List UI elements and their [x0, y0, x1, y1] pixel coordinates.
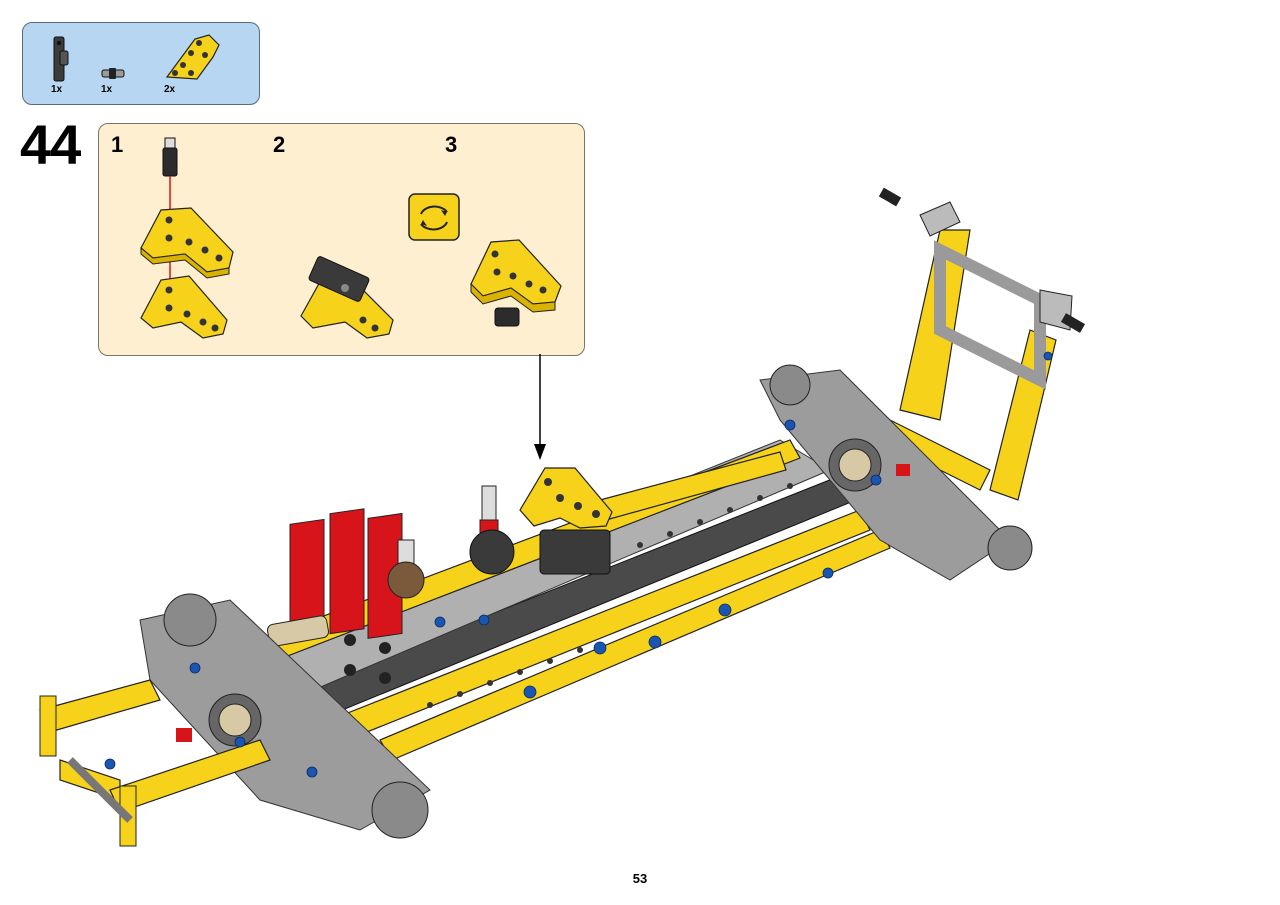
substep-label-3: 3	[445, 132, 458, 157]
substep-3-illustration	[470, 239, 562, 327]
substep-2-illustration	[300, 256, 394, 339]
substep-illustrations	[140, 137, 562, 339]
substep-1-illustration	[140, 137, 234, 339]
part-qty-3: 2x	[164, 84, 176, 95]
part-qty-2: 1x	[101, 84, 113, 95]
added-triangle-beam	[469, 467, 613, 575]
yellow-triangle-beam-icon	[165, 34, 220, 80]
rotate-model-icon	[408, 193, 460, 241]
step-number: 44	[20, 113, 81, 176]
rear-frame	[839, 187, 1086, 501]
front-axle	[39, 593, 431, 847]
black-axle-pin-icon	[101, 68, 125, 79]
parts-list-box: 1x 1x 2x	[22, 22, 260, 105]
substep-label-2: 2	[273, 132, 286, 157]
substep-box: 1 2 3	[98, 123, 585, 356]
blue-pins	[104, 351, 1053, 778]
dark-grey-connector-icon	[53, 36, 69, 82]
rear-axle	[759, 364, 1033, 581]
engine-block	[266, 508, 425, 684]
substep-label-1: 1	[111, 132, 124, 157]
page-number: 53	[632, 871, 648, 886]
parts-illustrations	[53, 34, 220, 82]
arrow-down-icon	[534, 354, 546, 460]
part-qty-1: 1x	[51, 84, 63, 95]
beam-holes	[427, 483, 793, 708]
